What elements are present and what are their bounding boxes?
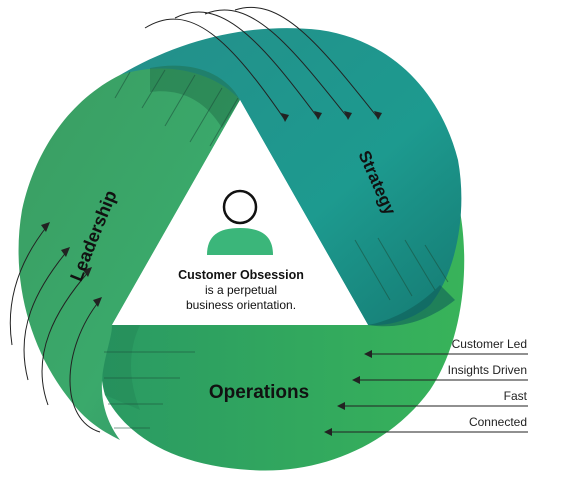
operations-arrows	[330, 353, 528, 433]
strategy-arrows	[144, 6, 379, 121]
side-label-insights-driven: Insights Driven	[448, 363, 527, 377]
operations-band	[100, 190, 465, 471]
person-icon	[207, 189, 273, 255]
center-title: Customer Obsession	[178, 268, 304, 282]
side-label-fast: Fast	[504, 389, 528, 403]
strategy-band	[120, 28, 462, 326]
center-line2: business orientation.	[186, 298, 296, 312]
strategy-arrowheads	[281, 111, 382, 122]
leadership-arrowheads	[41, 222, 102, 307]
operations-shade	[102, 325, 140, 410]
leadership-arrows	[9, 224, 101, 433]
strategy-fold	[368, 285, 455, 327]
center-line1: is a perpetual	[205, 283, 277, 297]
side-label-connected: Connected	[469, 415, 527, 429]
operations-label: Operations	[209, 382, 309, 403]
side-label-customer-led: Customer Led	[452, 337, 527, 351]
operations-arrowheads	[324, 350, 372, 436]
leadership-fold	[150, 65, 240, 128]
leadership-band	[18, 68, 240, 440]
texture-lines	[104, 69, 449, 429]
